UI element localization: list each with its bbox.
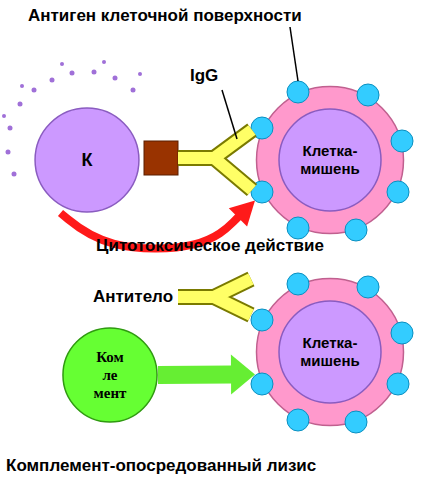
antibody-fill bbox=[178, 279, 251, 315]
antigen bbox=[251, 309, 273, 331]
antibody-fill bbox=[178, 130, 252, 190]
igg-antibody bbox=[178, 130, 252, 190]
arrow-head bbox=[231, 355, 255, 395]
target-cell: Клетка- мишень bbox=[255, 85, 405, 235]
dot bbox=[50, 78, 55, 83]
panel-caption: Цитотоксическое действие bbox=[40, 236, 380, 256]
antibody-label: Антитело bbox=[93, 287, 193, 307]
cell-body bbox=[35, 108, 139, 212]
antigen bbox=[287, 409, 309, 431]
fc-receptor bbox=[144, 141, 178, 175]
target-cell: Клетка- мишень bbox=[255, 277, 405, 427]
cell-name: Клетка- мишень bbox=[290, 142, 370, 178]
cell-body bbox=[257, 279, 404, 426]
cell-letter: К bbox=[57, 150, 117, 170]
dot bbox=[32, 88, 37, 93]
antibody-outline bbox=[178, 279, 251, 315]
arrow-head bbox=[229, 201, 255, 227]
cell-body bbox=[257, 87, 404, 234]
dot bbox=[8, 126, 13, 131]
complement-arrow bbox=[158, 355, 255, 395]
complement-circle: Ком ле мент bbox=[62, 327, 158, 423]
dot bbox=[60, 62, 64, 66]
antigens-bottom bbox=[251, 273, 413, 433]
leader-line bbox=[222, 90, 237, 139]
antigen bbox=[287, 273, 309, 295]
antigen bbox=[391, 322, 413, 344]
panel-caption: Комплемент-опосредованный лизис bbox=[6, 456, 422, 476]
antigen bbox=[387, 181, 409, 203]
antigen bbox=[391, 130, 413, 152]
antigen bbox=[387, 373, 409, 395]
antigen bbox=[287, 217, 309, 239]
free-antibody bbox=[178, 279, 251, 315]
callout-label: Антиген клеточной поверхности bbox=[28, 6, 418, 26]
cell-name: Клетка- мишень bbox=[290, 334, 370, 370]
cell-body bbox=[279, 109, 381, 211]
dot bbox=[92, 70, 97, 75]
dot bbox=[20, 84, 24, 88]
cell-body bbox=[279, 301, 381, 403]
effector-cell: К bbox=[34, 107, 140, 213]
arrow-shaft bbox=[158, 366, 232, 384]
antigen bbox=[357, 84, 379, 106]
dot bbox=[138, 72, 142, 76]
dot bbox=[2, 114, 6, 118]
secretion-dots bbox=[2, 60, 142, 177]
antigen bbox=[251, 373, 273, 395]
antigen bbox=[345, 219, 367, 241]
dot bbox=[102, 60, 106, 64]
dot bbox=[131, 88, 136, 93]
dot bbox=[18, 102, 23, 107]
cell-body bbox=[63, 328, 157, 422]
antigen bbox=[345, 411, 367, 433]
leader-line bbox=[290, 27, 298, 81]
antigens-top bbox=[251, 81, 413, 241]
antigen bbox=[357, 276, 379, 298]
complement-name: Ком ле мент bbox=[90, 348, 130, 402]
antibody-label: IgG bbox=[190, 66, 250, 86]
dot bbox=[12, 172, 17, 177]
antibody-outline bbox=[178, 130, 252, 190]
dot bbox=[6, 150, 11, 155]
antigen bbox=[287, 81, 309, 103]
dot bbox=[113, 76, 118, 81]
dot bbox=[70, 71, 75, 76]
